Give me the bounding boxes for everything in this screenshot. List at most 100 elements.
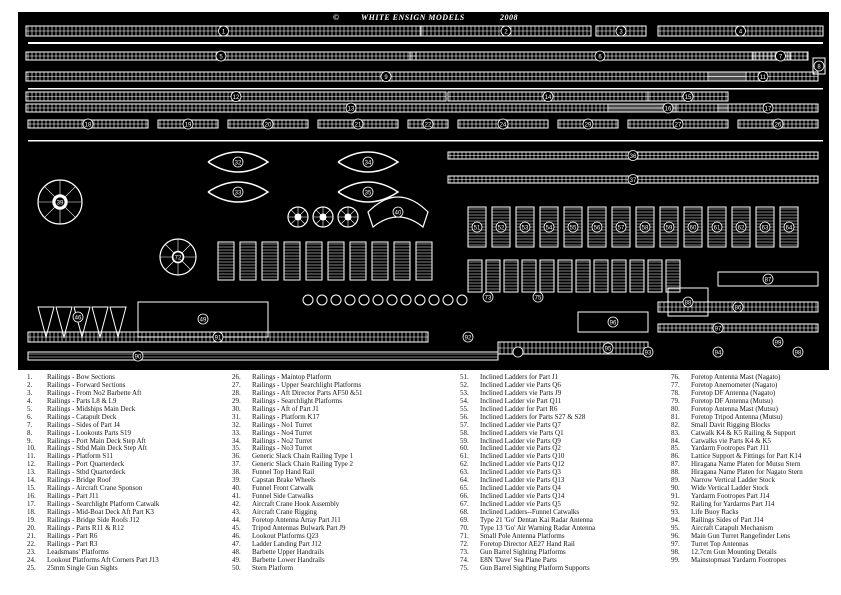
part-number-label: 75 [535, 295, 542, 301]
legend-item-number: 35. [232, 444, 241, 453]
legend-item-label: Gun Barrel Sighting Platform Supports [480, 563, 590, 572]
legend-item-label: 12.7cm Gun Mounting Details [691, 547, 777, 556]
ladder-part [557, 259, 573, 293]
legend-item-label: Inclined Ladder vie Parts Q2 [480, 444, 561, 453]
legend-item-label: Stern Platform [252, 563, 294, 572]
legend-item-label: Inclined Ladder vie Parts Q3 [480, 468, 561, 477]
round-part [302, 294, 314, 306]
ladder-part [521, 259, 537, 293]
legend-item: 48.Barbette Upper Handrails [232, 548, 362, 557]
legend-item-label: Type 21 'Go' Dentan Kai Radar Antenna [480, 515, 593, 524]
part-number-label: 64 [786, 225, 793, 231]
part-number-marker [591, 221, 603, 233]
legend-item-number: 51. [460, 373, 469, 381]
ladder-part [485, 259, 501, 293]
ladder-rungs [394, 243, 410, 278]
legend-item-number: 45. [232, 523, 241, 532]
legend-item-number: 88. [671, 468, 680, 477]
part-number-marker [462, 331, 474, 343]
part-number-label: 20 [265, 122, 272, 128]
part-number-label: 90 [135, 354, 142, 360]
ladder-rungs [416, 243, 432, 278]
legend-item: 76.Foretop Antenna Mast (Nagato) [671, 373, 803, 382]
legend-item-number: 61. [460, 452, 469, 461]
legend-item-label: Railings - Platform S11 [47, 452, 114, 461]
part-number-marker [735, 25, 746, 37]
part-number-label: 21 [355, 122, 362, 128]
legend-item-label: Railings - Sides of Part J4 [47, 420, 120, 429]
part-number-label: 39 [57, 200, 64, 206]
part-number-marker [639, 221, 651, 233]
legend-item-number: 73. [460, 547, 469, 556]
legend-item-label: Wide Vertical Ladder Stock [691, 484, 769, 493]
legend-item-label: Railings - Aft of Part J1 [252, 404, 319, 413]
legend-item-label: Foretop DF Antenna (Mutsu) [691, 396, 773, 405]
legend-item-label: Railings - No1 Turret [252, 420, 313, 429]
ladder-part [327, 241, 345, 281]
part-number-label: 27 [675, 122, 682, 128]
part-number-label: 7 [779, 54, 783, 60]
part-number-marker [775, 50, 786, 62]
legend-item-label: Railings - Bridge Side Roofs J12 [47, 515, 140, 524]
legend-item-number: 99. [671, 555, 680, 564]
legend-item: 3.Railings - From No2 Barbette Aft [27, 389, 159, 398]
ladder-rungs [630, 261, 644, 290]
part-number-marker [500, 25, 512, 37]
part-number-marker [627, 150, 639, 161]
part-number-marker [362, 186, 374, 198]
legend-item: 36.Generic Slack Chain Railing Type 1 [232, 452, 362, 461]
part-number-label: 61 [714, 225, 721, 231]
legend-item: 21.Railings - Part R6 [27, 532, 159, 541]
legend-item-label: Foretop Antenna Mast (Mutsu) [691, 404, 778, 413]
legend-item-label: Aircraft Crane Rigging [252, 507, 317, 516]
catwalk-part [367, 196, 429, 229]
legend-item-label: Foretop DF Antenna (Nagato) [691, 388, 776, 397]
round-part [414, 294, 426, 306]
small-part [812, 57, 826, 75]
ladder-part [217, 241, 235, 281]
round-part [372, 294, 384, 306]
ladder-part [261, 241, 279, 281]
round-part [442, 294, 454, 306]
ladder-rungs [522, 261, 536, 290]
turret-railing [207, 181, 270, 203]
legend-item-label: Inclined Ladders for Part J1 [480, 373, 559, 381]
legend-item: 28.Railings - Aft Director Parts AF50 &5… [232, 389, 362, 398]
ladder-rungs [504, 261, 518, 290]
legend-item-number: 19. [27, 515, 36, 524]
legend-item: 65.Inclined Ladder vie Parts Q4 [460, 484, 595, 493]
part-number-marker [757, 71, 769, 82]
legend-item-number: 68. [460, 507, 469, 516]
part-number-label: 51 [474, 225, 481, 231]
round-part [358, 294, 370, 306]
legend-item-number: 67. [460, 500, 469, 508]
part-number-marker [602, 342, 614, 354]
legend-item-label: Yardarm Footropes Part J11 [691, 444, 770, 453]
legend-item: 85. Yardarm Footropes Part J11 [671, 444, 803, 453]
legend-item-label: Railings - Stbd Main Deck Step Aft [47, 444, 147, 453]
round-part [316, 294, 328, 306]
ladder-rungs [486, 261, 500, 290]
legend-item-number: 85. [671, 444, 680, 453]
part-number-label: 9 [384, 75, 388, 81]
legend-item: 12.Railings - Port Quarterdeck [27, 460, 159, 469]
legend-item-label: E8N 'Dave' Sea Plane Parts [480, 555, 557, 564]
ladder-part [239, 241, 257, 281]
legend-item-number: 8. [27, 428, 33, 437]
legend-item-label: Inclined Ladder vie Parts Q14 [480, 492, 565, 501]
part-number-label: 46 [75, 315, 82, 321]
legend-item: 35.Railings - No3 Turret [232, 444, 362, 453]
part-number-label: 73 [485, 295, 492, 301]
legend-item-number: 71. [460, 531, 469, 540]
legend-item-label: Railings - Mid-Boat Deck Aft Part K3 [47, 507, 154, 516]
part-number-marker [532, 291, 544, 303]
legend-item: 2.Railings - Forward Sections [27, 381, 159, 390]
legend-item-label: Small Pole Antenna Platforms [480, 531, 565, 540]
part-number-marker [362, 156, 374, 168]
legend-item-label: Inclined Ladder vie Parts Q7 [480, 420, 561, 429]
legend-item-label: Ladder Landing Part J12 [252, 539, 322, 548]
legend-item-label: Inclined Ladder vie Parts Q13 [480, 476, 565, 485]
